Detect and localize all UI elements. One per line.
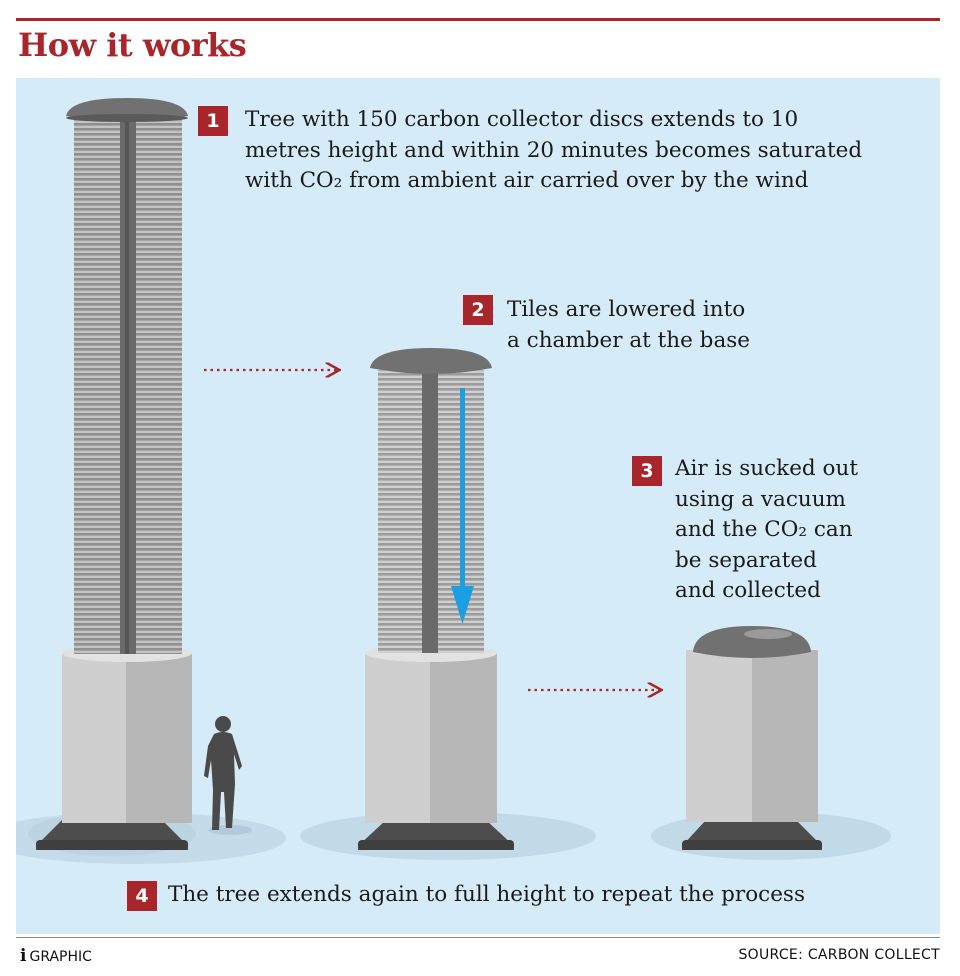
step-3-text: Air is sucked out using a vacuum and the… [675,456,858,603]
top-rule [16,18,940,21]
step-2-badge: 2 [463,295,493,325]
tower-retracted [651,626,891,860]
down-arrow-icon [460,388,465,588]
step-1-text: Tree with 150 carbon collector discs ext… [245,107,863,193]
page-title: How it works [18,26,247,64]
brand-mark: i [20,946,27,966]
bottom-rule [16,937,940,938]
tower-lowering [300,348,596,860]
diagram-artwork [16,98,891,864]
tower-lowering-cap [370,348,492,374]
step-1-badge: 1 [198,106,228,136]
tower-lowering-pole [422,370,438,653]
source-credit: SOURCE: CARBON COLLECT [738,947,940,963]
step-2-text: Tiles are lowered into a chamber at the … [507,297,751,353]
person-silhouette [204,716,252,835]
brand-text: GRAPHIC [29,949,92,965]
tower-extended [16,98,286,864]
step-3-badge: 3 [632,456,662,486]
step-4-text: The tree extends again to full height to… [168,882,805,907]
step-4-badge: 4 [127,881,157,911]
